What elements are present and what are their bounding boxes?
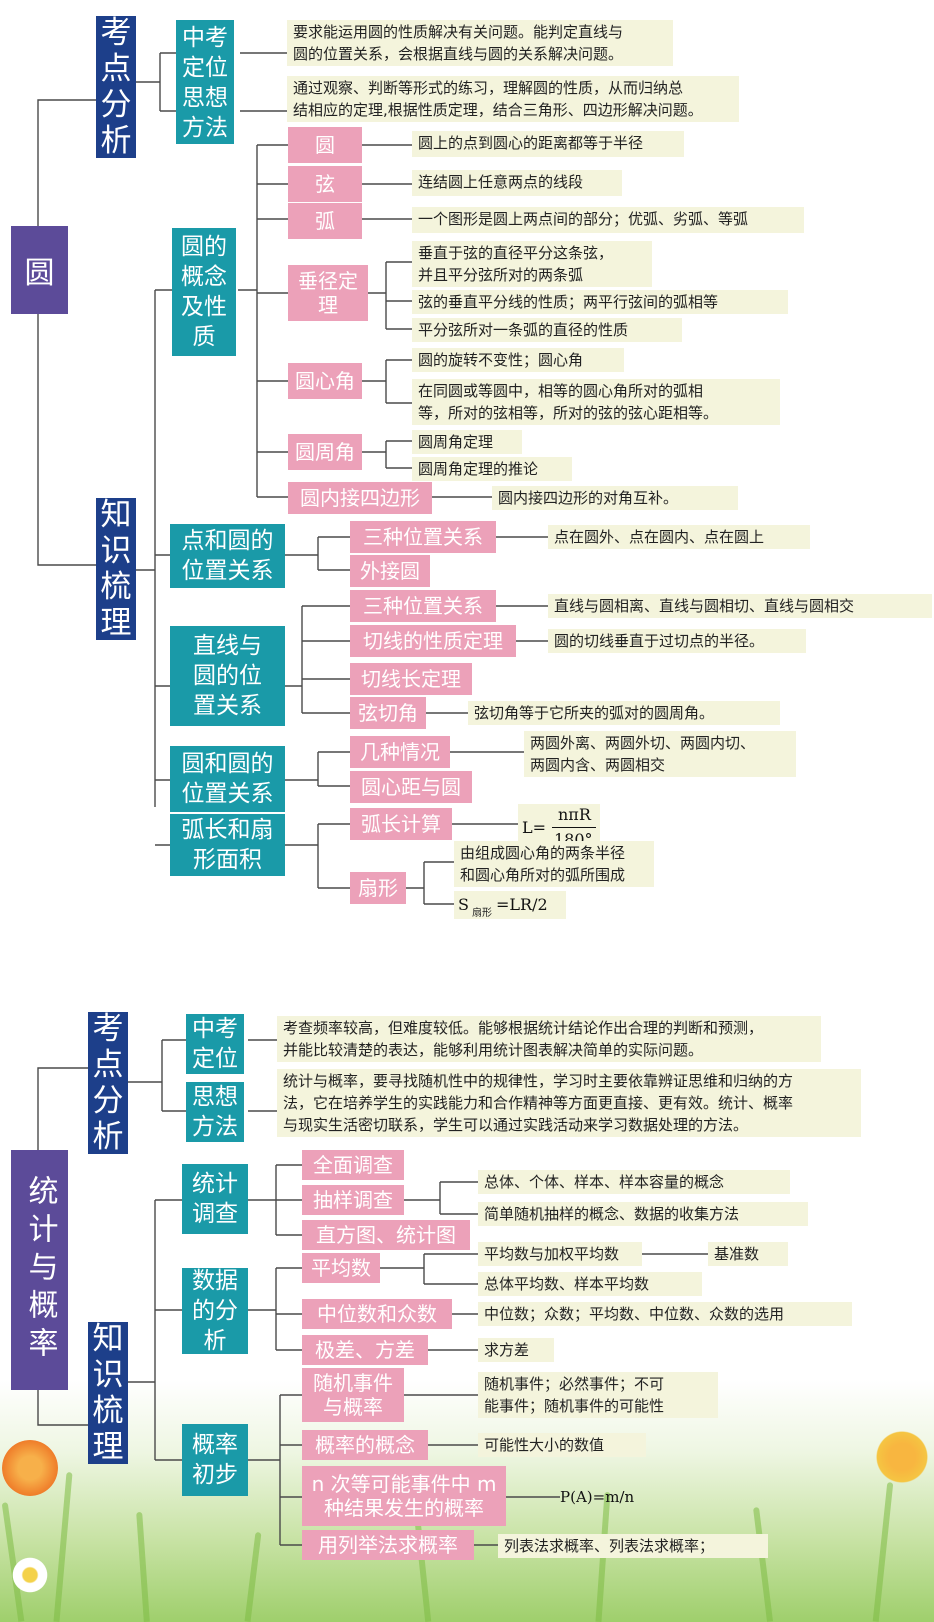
formula-sector-s: S (458, 895, 469, 914)
formula-arc-length-prefix: L= (522, 818, 547, 837)
node-range-variance: 极差、方差 (302, 1335, 428, 1365)
note-inscribed-angle-1: 圆周角定理 (412, 430, 522, 454)
note-cyclic-quadrilateral: 圆内接四边形的对角互补。 (492, 486, 738, 510)
node-concept-properties: 圆的 概念 及性 质 (172, 228, 236, 356)
node-perpendicular-diameter: 垂径定 理 (288, 265, 368, 321)
formula-arc-length-numerator: nπR (558, 805, 591, 824)
note-thinking-method-2: 统计与概率，要寻找随机性中的规律性，学习时主要依靠辨证思维和归纳的方 法，它在培… (277, 1069, 861, 1137)
note-random-event: 随机事件；必然事件；不可 能事件；随机事件的可能性 (478, 1372, 718, 1418)
node-several-cases: 几种情况 (350, 736, 450, 768)
node-mean: 平均数 (302, 1253, 380, 1283)
formula-sector-rest: =LR/2 (496, 895, 548, 914)
node-histogram: 直方图、统计图 (302, 1220, 470, 1250)
note-median-mode: 中位数；众数；平均数、中位数、众数的选用 (478, 1302, 852, 1326)
node-exam-position-2: 中考 定位 (186, 1014, 244, 1074)
note-chord-tangent-angle: 弦切角等于它所夹的弧对的圆周角。 (468, 701, 780, 725)
node-statistical-survey: 统计 调查 (182, 1164, 248, 1234)
node-median-mode: 中位数和众数 (302, 1299, 452, 1329)
node-tangent-length: 切线长定理 (350, 663, 472, 695)
node-arc-sector: 弧长和扇 形面积 (170, 814, 285, 876)
node-census: 全面调查 (302, 1150, 404, 1180)
node-probability-concept: 概率的概念 (302, 1430, 428, 1460)
formula-sector-area: S 扇形 =LR/2 (454, 891, 566, 919)
note-perpendicular-diameter-2: 弦的垂直平分线的性质；两平行弦间的弧相等 (412, 290, 788, 314)
node-circumcircle: 外接圆 (350, 555, 430, 587)
node-circle-circle: 圆和圆的 位置关系 (170, 746, 285, 812)
note-perpendicular-diameter-3: 平分弦所对一条弧的直径的性质 (412, 318, 682, 342)
node-random-event: 随机事件 与概率 (302, 1368, 404, 1422)
note-arc: 一个图形是圆上两点间的部分；优弧、劣弧、等弧 (412, 207, 804, 233)
node-knowledge-review: 知识 梳理 (96, 497, 136, 641)
note-thinking-method: 通过观察、判断等形式的练习，理解圆的性质，从而归纳总 结相应的定理,根据性质定理… (287, 76, 739, 122)
node-point-three-positions: 三种位置关系 (350, 521, 496, 553)
node-data-analysis: 数据 的分 析 (182, 1268, 248, 1354)
node-knowledge-review-2: 知识 梳理 (88, 1321, 128, 1465)
note-several-cases: 两圆外离、两圆外切、两圆内切、 两圆内含、两圆相交 (524, 731, 796, 777)
note-enumeration: 列表法求概率、列表法求概率； (498, 1534, 768, 1558)
node-sampling: 抽样调查 (302, 1185, 404, 1215)
note-probability-concept: 可能性大小的数值 (478, 1433, 646, 1457)
formula-fraction-bar (552, 827, 596, 828)
note-sector: 由组成圆心角的两条半径 和圆心角所对的弧所围成 (454, 841, 654, 887)
node-cyclic-quadrilateral: 圆内接四边形 (288, 482, 432, 514)
node-line-three-positions: 三种位置关系 (350, 590, 496, 622)
node-tangent-property: 切线的性质定理 (350, 625, 516, 657)
node-probability-basics: 概率 初步 (182, 1424, 248, 1496)
node-exam-analysis: 考点 分析 (96, 15, 136, 159)
node-thinking-method: 思想 方法 (176, 82, 234, 144)
node-line-circle: 直线与 圆的位 置关系 (170, 626, 285, 726)
formula-sector-subscript: 扇形 (472, 908, 492, 919)
note-benchmark: 基准数 (708, 1242, 788, 1266)
note-perpendicular-diameter-1: 垂直于弦的直径平分这条弦， 并且平分弦所对的两条弧 (412, 241, 652, 287)
node-thinking-method-2: 思想 方法 (186, 1082, 244, 1142)
root-node-statistics: 统计与概率 (11, 1150, 68, 1390)
note-central-angle-2: 在同圆或等圆中，相等的圆心角所对的弧相 等，所对的弦相等，所对的弦的弦心距相等。 (412, 379, 780, 425)
note-circle: 圆上的点到圆心的距离都等于半径 (412, 131, 684, 157)
node-chord: 弦 (288, 166, 362, 202)
note-mean-2: 总体平均数、样本平均数 (478, 1272, 702, 1296)
note-exam-position: 要求能运用圆的性质解决有关问题。能判定直线与 圆的位置关系，会根据直线与圆的关系… (287, 20, 673, 66)
node-arc-length: 弧长计算 (350, 808, 452, 840)
note-range-variance: 求方差 (478, 1338, 554, 1362)
node-center-distance: 圆心距与圆 (350, 771, 472, 803)
node-exam-position: 中考 定位 (176, 20, 234, 86)
note-sampling-2: 简单随机抽样的概念、数据的收集方法 (478, 1202, 808, 1226)
note-line-three-positions: 直线与圆相离、直线与圆相切、直线与圆相交 (548, 594, 932, 618)
note-chord: 连结圆上任意两点的线段 (412, 170, 622, 196)
note-exam-position-2: 考查频率较高，但难度较低。能够根据统计结论作出合理的判断和预测， 并能比较清楚的… (277, 1016, 821, 1062)
orange-flower-icon (2, 1440, 58, 1496)
node-central-angle: 圆心角 (288, 363, 362, 399)
formula-probability: P(A)=m/n (560, 1488, 635, 1506)
node-exam-analysis-2: 考点 分析 (88, 1011, 128, 1155)
note-central-angle-1: 圆的旋转不变性；圆心角 (412, 348, 624, 372)
node-arc: 弧 (288, 203, 362, 239)
yellow-flower-icon (875, 1430, 929, 1484)
root-node-circle: 圆 (11, 226, 68, 314)
node-equal-probability: n 次等可能事件中 m 种结果发生的概率 (302, 1466, 506, 1526)
node-chord-tangent-angle: 弦切角 (350, 697, 426, 729)
node-sector: 扇形 (350, 872, 406, 904)
node-point-circle: 点和圆的 位置关系 (170, 524, 285, 588)
node-circle: 圆 (288, 127, 362, 163)
note-inscribed-angle-2: 圆周角定理的推论 (412, 457, 572, 481)
note-point-three-positions: 点在圆外、点在圆内、点在圆上 (548, 525, 810, 549)
note-tangent-property: 圆的切线垂直于过切点的半径。 (548, 629, 806, 653)
node-inscribed-angle: 圆周角 (288, 434, 362, 470)
note-sampling-1: 总体、个体、样本、样本容量的概念 (478, 1170, 790, 1194)
daisy-icon (10, 1555, 50, 1595)
note-mean-1: 平均数与加权平均数 (478, 1242, 642, 1266)
node-enumeration: 用列举法求概率 (302, 1530, 474, 1560)
